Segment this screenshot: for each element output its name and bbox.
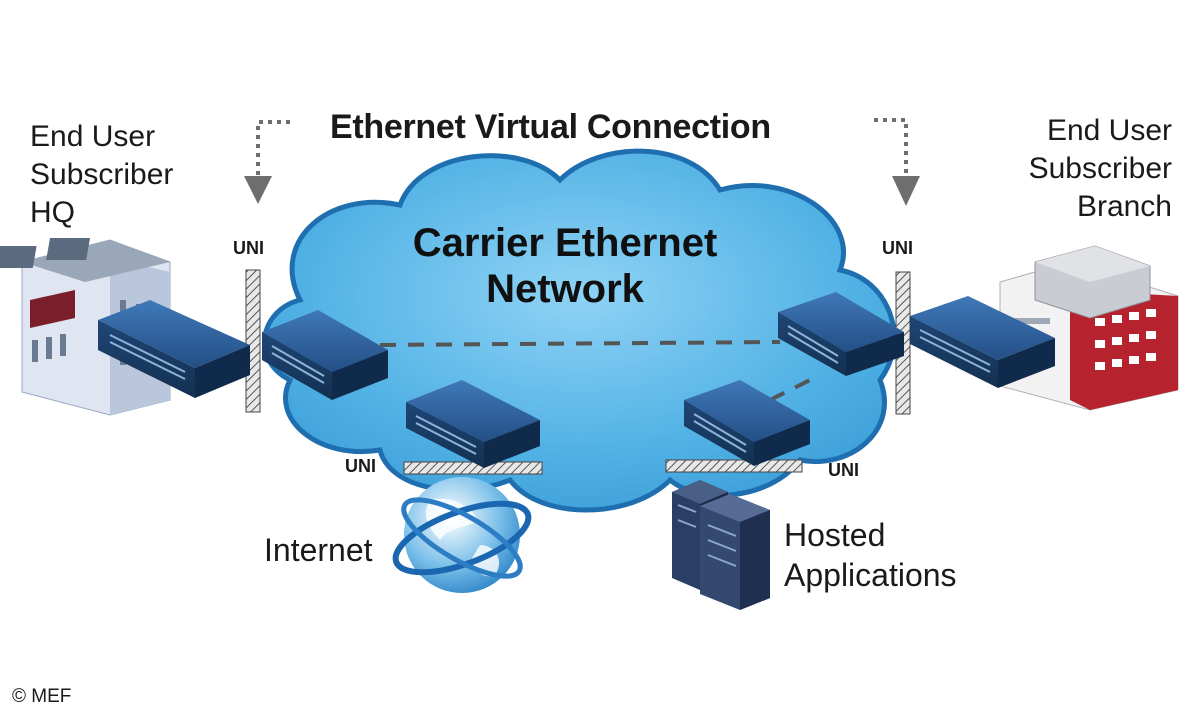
uni-barrier-bottom-left — [403, 461, 543, 475]
network-title: Carrier Ethernet Network — [355, 220, 775, 312]
building-icon — [999, 245, 1179, 411]
uni-label-right: UNI — [882, 238, 913, 258]
switch-icon — [684, 380, 810, 466]
arrow-down-icon — [874, 118, 920, 206]
network-title-line1: Carrier Ethernet — [412, 221, 718, 265]
switch-icon — [910, 296, 1055, 388]
switch-icon — [406, 380, 540, 468]
uni-label-left: UNI — [233, 238, 264, 258]
globe-icon — [392, 477, 532, 593]
evc-title: Ethernet Virtual Connection — [330, 108, 771, 146]
site-branch-line2: Subscriber — [1028, 152, 1172, 185]
switch-icon — [98, 300, 250, 398]
uni-barrier-bottom-right — [665, 459, 803, 473]
uni-label-bottom-right: UNI — [828, 460, 859, 480]
arrow-down-icon — [244, 120, 290, 204]
evc-dashed-path — [379, 340, 821, 402]
server-icon — [672, 480, 770, 610]
network-title-line2: Network — [486, 267, 644, 311]
uni-label-bottom-left: UNI — [345, 456, 376, 476]
site-branch-line3: Branch — [1076, 190, 1172, 223]
site-hq-line3: HQ — [30, 196, 75, 229]
switch-icon — [262, 310, 388, 400]
copyright-notice: © MEF — [12, 686, 72, 707]
site-label-hq: End User Subscriber HQ — [30, 118, 173, 232]
switch-icon — [778, 292, 904, 376]
uni-barrier-left — [245, 269, 261, 413]
site-hq-line2: Subscriber — [30, 158, 174, 191]
site-branch-line1: End User — [1046, 114, 1172, 147]
hosted-line1: Hosted — [784, 517, 886, 553]
internet-label: Internet — [264, 532, 373, 568]
site-hq-line1: End User — [30, 120, 156, 153]
site-label-branch: End User Subscriber Branch — [1029, 112, 1172, 226]
hosted-applications-label: Hosted Applications — [784, 515, 957, 595]
hosted-line2: Applications — [784, 557, 957, 593]
